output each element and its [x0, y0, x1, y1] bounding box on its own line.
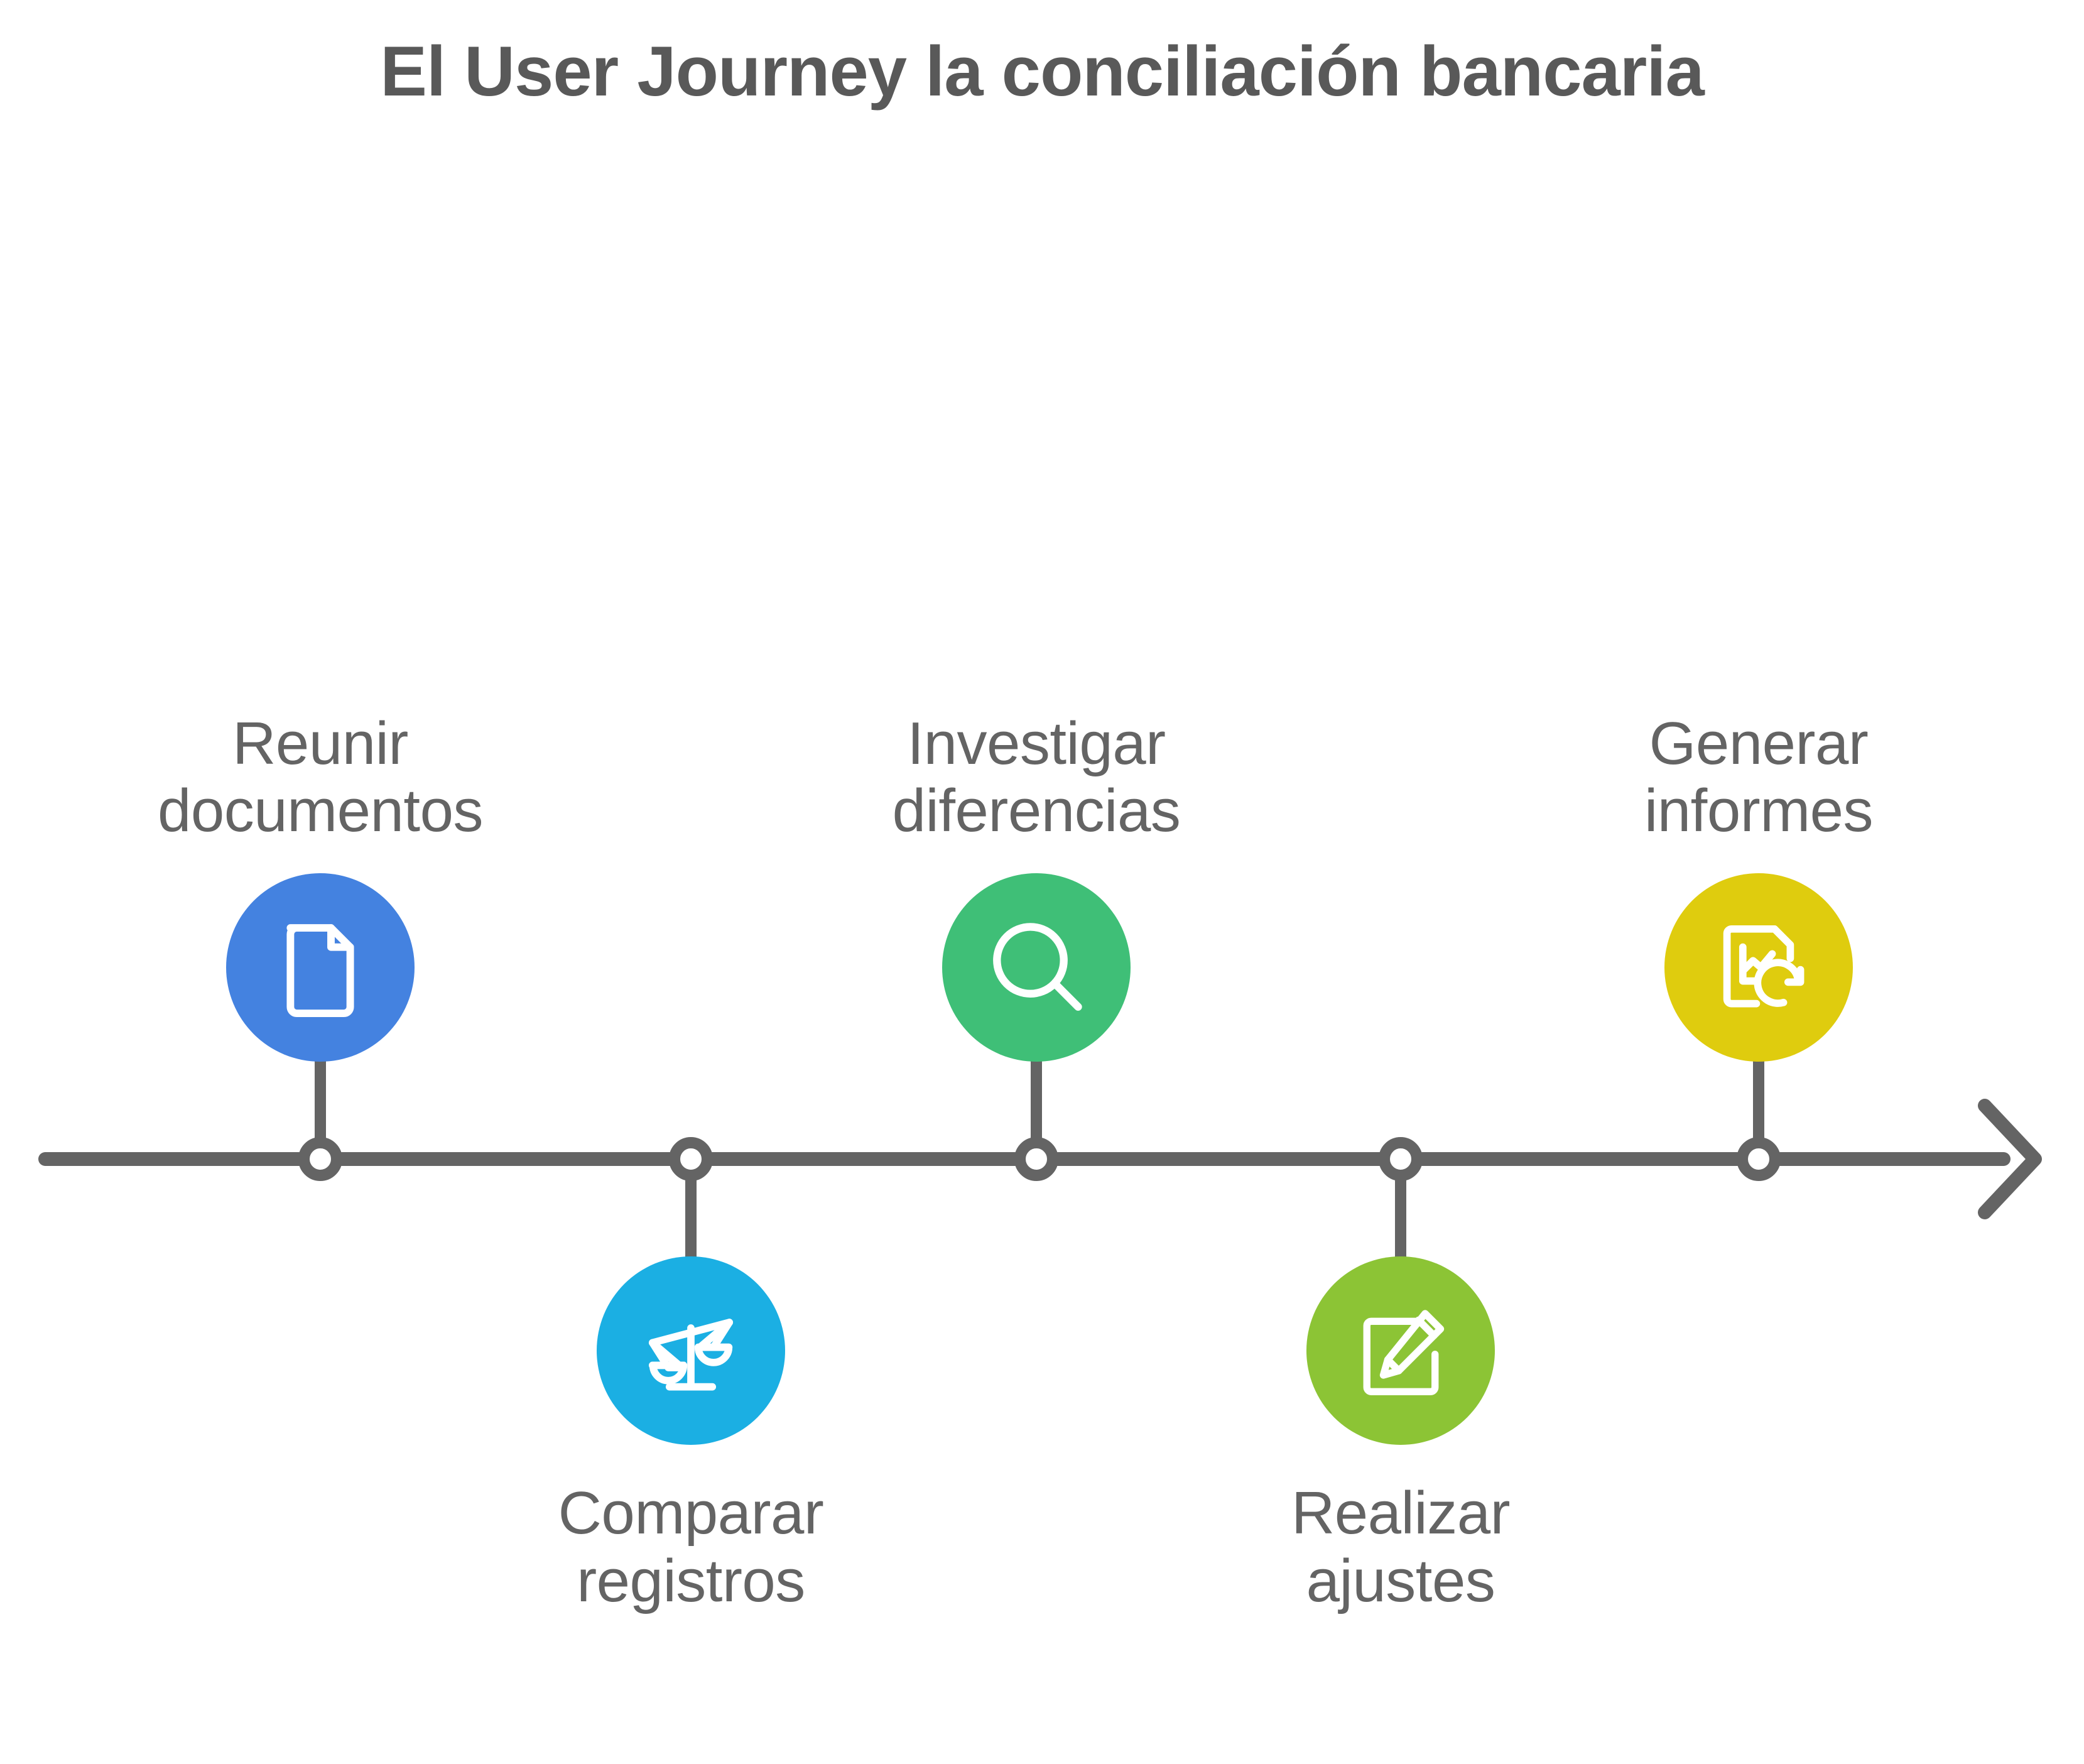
step-5-label-line2: informes	[1644, 777, 1874, 845]
step-3-label: Investigar diferencias	[798, 710, 1275, 845]
balance-scales-icon	[648, 1319, 734, 1391]
step-1-label-line1: Reunir	[232, 709, 408, 777]
timeline-node-1[interactable]	[298, 1137, 342, 1181]
step-2-label-line1: Comparar	[558, 1479, 824, 1547]
magnifier-icon	[993, 923, 1082, 1011]
step-1-label-line2: documentos	[158, 777, 483, 845]
document-icon	[286, 924, 354, 1018]
timeline-node-5[interactable]	[1737, 1137, 1781, 1181]
step-3-label-line2: diferencias	[892, 777, 1181, 845]
step-2-label-line2: registros	[577, 1547, 805, 1614]
page-title: El User Journey la conciliación bancaria	[380, 32, 1705, 111]
timeline-node-2[interactable]	[669, 1137, 713, 1181]
step-4-label-line1: Realizar	[1291, 1479, 1511, 1547]
step-3-label-line1: Investigar	[907, 709, 1166, 777]
timeline-node-3[interactable]	[1014, 1137, 1058, 1181]
step-4-label: Realizar ajustes	[1162, 1479, 1639, 1614]
step-4-label-line2: ajustes	[1306, 1547, 1495, 1614]
edit-pencil-icon	[1363, 1309, 1444, 1395]
step-4-bubble[interactable]	[1306, 1256, 1495, 1445]
step-2-label: Comparar registros	[452, 1479, 930, 1614]
step-2-bubble[interactable]	[597, 1256, 785, 1445]
report-refresh-icon	[1723, 925, 1805, 1008]
timeline-node-4[interactable]	[1379, 1137, 1423, 1181]
step-1-label: Reunir documentos	[82, 710, 559, 845]
step-5-label: Generar informes	[1520, 710, 1997, 845]
step-5-label-line1: Generar	[1649, 709, 1869, 777]
arrow-right-icon	[1978, 1099, 2042, 1219]
step-5-bubble[interactable]	[1664, 873, 1853, 1062]
step-3-bubble[interactable]	[942, 873, 1131, 1062]
step-1-bubble[interactable]	[226, 873, 415, 1062]
